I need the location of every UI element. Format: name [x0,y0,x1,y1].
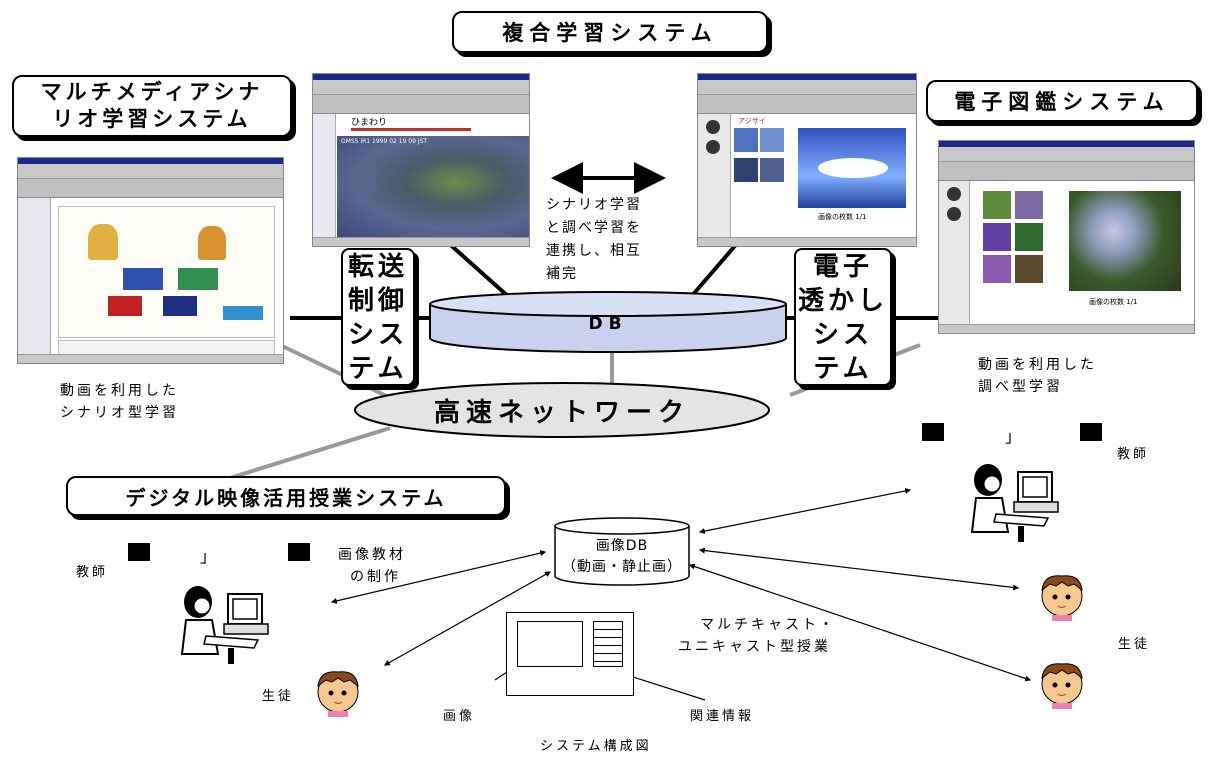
network-label: 高速ネットワーク [433,398,690,428]
multicast-line-2: ユニキャスト型授業 [678,639,831,655]
encyclopedia-title-text: 電子図鑑システム [954,90,1170,114]
flower-heading: アジサイ [738,117,766,125]
bracket-left: 」 [200,547,220,566]
db-cylinder [429,291,787,353]
image-db-cylinder [554,517,690,586]
transfer-line-2: 制御 [347,286,408,316]
cartoon-figure-left [88,224,118,260]
multimedia-title-line1: マルチメディアシナ [40,80,264,104]
watermark-line-3: シス [812,320,873,350]
image-db-line-1: 画像DB [595,538,649,554]
cloud-photo [798,128,906,208]
image-db-line-2: （動画・静止画） [562,559,682,575]
teacher-at-computer-right [970,464,1059,542]
weather-stamp: GMS5 IR1 1999 02 19 09 JST [341,138,428,145]
multicast-line-1: マルチキャスト・ [700,617,836,633]
class-screen-diagram [506,612,634,696]
redacted-block-right-1 [922,423,944,441]
student-face-left [317,671,359,717]
encyclopedia-title: 電子図鑑システム [926,80,1198,122]
right-caption: 動画を利用した 調べ型学習 [978,354,1097,398]
watermark-line-1: 電子 [812,252,873,282]
redacted-block-right-2 [1080,423,1102,441]
image-label: 画像 [443,709,476,724]
left-caption-line-2: シナリオ型学習 [60,405,179,421]
linkage-line-3: 連携し、相互 [546,243,642,259]
transfer-line-4: テム [348,354,408,384]
scenario-learning-screenshot [17,157,284,364]
satellite-image: GMS5 IR1 1999 02 19 09 JST [337,136,529,238]
multicast-text: マルチキャスト・ ユニキャスト型授業 [678,614,836,658]
student-label-left: 生徒 [262,689,295,704]
digital-video-title: デジタル映像活用授業システム [66,476,506,516]
watermark-line-4: テム [813,354,873,384]
watermark-line-2: 透かし [797,286,888,316]
hydrangea-photo [1069,191,1181,291]
redacted-block-left-2 [288,543,310,561]
linkage-line-4: 補完 [546,266,578,282]
weather-screenshot: ひまわり GMS5 IR1 1999 02 19 09 JST [312,73,530,247]
flower-count: 画像の枚数 1/1 [818,213,867,221]
student-face-right-1 [1041,575,1083,621]
student-face-right-2 [1041,663,1083,709]
composite-system-title: 複合学習システム [452,11,768,53]
material-line-2: の制作 [350,569,401,585]
related-info-label: 関連情報 [690,709,755,724]
teacher-at-computer-left [180,586,269,664]
multimedia-scenario-title: マルチメディアシナ リオ学習システム [12,75,292,137]
transfer-line-1: 転送 [347,252,408,282]
figure-caption: システム構成図 [540,739,652,754]
network-ellipse [354,382,770,438]
watermark-box: 電子 透かし シス テム [794,248,892,386]
linkage-line-2: と調べ学習を [546,220,642,236]
teacher-label-right: 教師 [1117,447,1150,462]
transfer-control-box: 転送 制御 シス テム [341,248,415,386]
transfer-line-3: シス [347,320,408,350]
linkage-text: シナリオ学習 と調べ学習を 連携し、相互 補完 [546,194,642,286]
left-caption: 動画を利用した シナリオ型学習 [60,380,179,424]
linkage-line-1: シナリオ学習 [546,197,642,213]
digital-video-title-text: デジタル映像活用授業システム [125,485,447,510]
right-caption-line-1: 動画を利用した [978,357,1097,373]
material-line-1: 画像教材 [338,547,406,563]
screen-info-area [593,621,623,667]
weather-heading: ひまわり [351,118,388,128]
right-caption-line-2: 調べ型学習 [978,379,1063,395]
material-text: 画像教材 の制作 [338,544,406,588]
screen-image-area [517,621,583,667]
flower-count-2: 画像の枚数 1/1 [1089,298,1138,306]
composite-system-title-text: 複合学習システム [502,21,718,45]
bracket-right: 」 [1005,427,1025,446]
hydrangea-screenshot: アジサイ 画像の枚数 1/1 [697,73,917,247]
left-caption-line-1: 動画を利用した [60,383,179,399]
multimedia-title-line2: リオ学習システム [52,107,252,131]
redacted-block-left-1 [128,543,150,561]
teacher-label-left: 教師 [76,565,109,580]
encyclopedia-screenshot: 画像の枚数 1/1 [938,140,1195,334]
image-db-label: 画像DB （動画・静止画） [552,536,692,578]
cartoon-figure-right [198,226,226,260]
db-label: DB [588,314,628,334]
student-label-right: 生徒 [1118,637,1151,652]
